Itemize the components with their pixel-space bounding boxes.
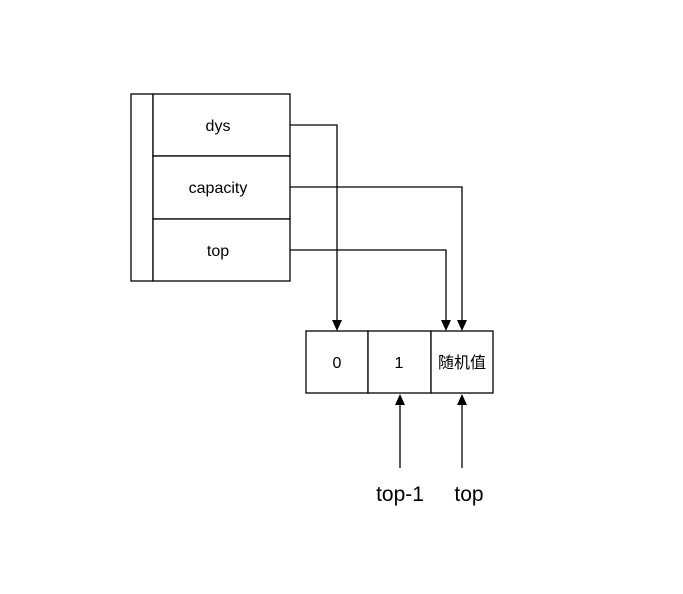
top-connector [290, 249, 451, 331]
struct-block: dys capacity top [130, 93, 291, 282]
field-capacity-label: capacity [189, 180, 248, 197]
capacity-arrowhead [457, 320, 467, 331]
array-cell-2 [430, 330, 494, 394]
field-top-cell [152, 218, 291, 282]
top-minus-1-arrowhead [395, 394, 405, 405]
array-cell-1 [367, 330, 432, 394]
array-block: 0 1 随机值 [305, 330, 494, 394]
array-cell-2-label: 随机值 [438, 353, 486, 372]
struct-left-strip [130, 93, 154, 282]
field-dys-cell [152, 93, 291, 157]
dys-connector [290, 124, 342, 331]
array-cell-0-label: 0 [333, 355, 342, 372]
capacity-connector [290, 186, 467, 331]
top-arrowhead [441, 320, 451, 331]
top-pointer-arrowhead [457, 394, 467, 405]
top-pointer: top [454, 394, 484, 506]
field-capacity-cell [152, 155, 291, 220]
dys-arrowhead [332, 320, 342, 331]
top-minus-1-label: top-1 [376, 483, 424, 506]
field-top-label: top [207, 243, 229, 260]
top-pointer-label: top [454, 483, 483, 506]
top-minus-1-pointer: top-1 [376, 394, 424, 506]
field-dys-label: dys [206, 118, 231, 135]
array-cell-1-label: 1 [395, 355, 404, 372]
